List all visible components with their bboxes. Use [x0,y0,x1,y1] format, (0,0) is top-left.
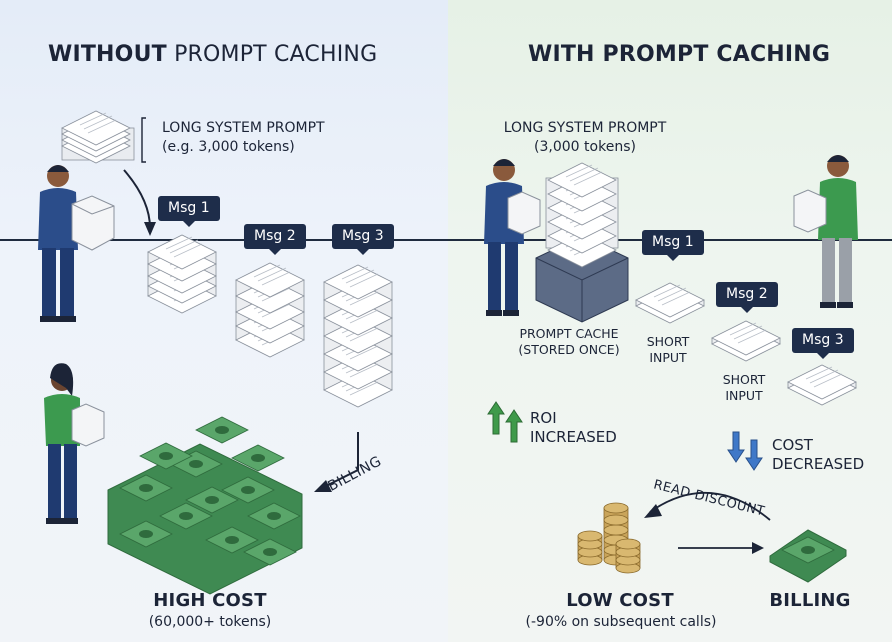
roi-label-bottom: INCREASED [530,428,617,446]
left-msg1-stack [147,234,217,314]
right-msg1-bubble: Msg 1 [642,230,704,261]
right-msg3-bubble: Msg 3 [792,328,854,359]
left-person-top-icon [38,165,115,322]
short-input-1-label-bottom: INPUT [649,350,687,365]
left-title-bold: WITHOUT [48,42,167,67]
left-system-prompt-label: LONG SYSTEM PROMPT [162,120,325,136]
short-input-1-label-top: SHORT [646,334,690,349]
right-system-prompt-label: LONG SYSTEM PROMPT [503,120,667,136]
right-person-left-icon [484,159,541,316]
right-cost-title: LOW COST [566,590,674,611]
left-msg3-bubble: Msg 3 [332,224,394,255]
left-msg2-bubble: Msg 2 [244,224,306,255]
left-title: WITHOUT PROMPT CACHING [48,42,377,67]
left-cost-title: HIGH COST [153,590,267,611]
short-input-2-label-bottom: INPUT [725,388,763,403]
left-msg1-bubble: Msg 1 [158,196,220,227]
short-input-3-sheet [787,364,857,406]
right-title: WITH PROMPT CACHING [528,42,830,67]
right-person-right-icon [793,155,858,308]
left-title-rest: PROMPT CACHING [174,42,378,67]
prompt-cache-block [535,162,629,323]
prompt-cache-sublabel: (STORED ONCE) [518,342,620,357]
right-cost-detail: (-90% on subsequent calls) [525,614,717,630]
cost-decreased-bottom: DECREASED [772,455,865,473]
short-input-1-sheet [635,282,705,324]
left-cost-detail: (60,000+ tokens) [148,614,272,630]
horizon-line [0,239,892,241]
right-system-prompt-tokens: (3,000 tokens) [534,139,636,155]
money-pile-icon [107,416,303,595]
left-system-prompt-stack [61,110,135,164]
right-billing-label: BILLING [769,590,851,611]
cost-decreased-top: COST [772,436,813,454]
right-msg2-bubble: Msg 2 [716,282,778,313]
left-billing-arrow [321,432,359,489]
read-discount-arrow [649,492,771,521]
left-person-bottom-icon [44,363,105,524]
short-input-2-sheet [711,320,781,362]
left-prompt-bracket [141,117,146,163]
cost-down-arrows-icon [727,431,763,471]
prompt-cache-label: PROMPT CACHE [519,326,619,341]
right-title-text: WITH PROMPT CACHING [528,42,831,67]
left-system-prompt-tokens: (e.g. 3,000 tokens) [162,139,295,155]
roi-up-arrows-icon [487,401,523,443]
left-msg2-stack [235,262,305,358]
left-msg3-stack [323,264,393,408]
short-input-2-label-top: SHORT [722,372,766,387]
right-billing-bill-icon [769,529,847,583]
coin-stacks-icon [577,502,641,574]
left-prompt-arrow [123,169,151,229]
roi-label-top: ROI [530,409,557,427]
